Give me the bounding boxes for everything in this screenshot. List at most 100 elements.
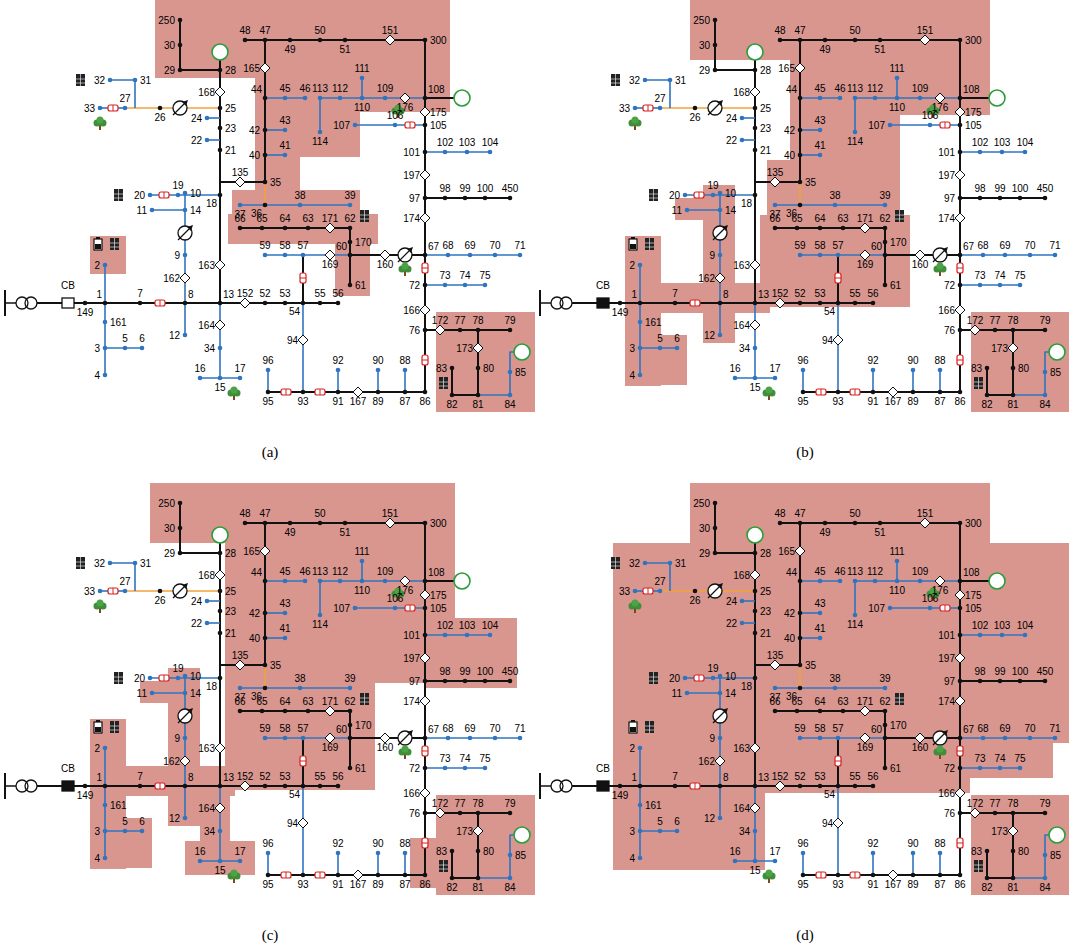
feeder-line [240, 711, 350, 768]
bus-dot [288, 521, 293, 526]
bus-number: 86 [419, 879, 430, 890]
bus-dot [818, 128, 823, 133]
bus-dot [878, 38, 883, 43]
bus-dot [443, 196, 448, 201]
bus-dot [353, 606, 358, 611]
bus-number: 98 [974, 183, 985, 194]
bus-dot [443, 679, 448, 684]
bus-number: 47 [259, 25, 270, 36]
bus-dot [1043, 370, 1048, 375]
feeder-line [404, 370, 406, 392]
bus-number: 52 [259, 771, 270, 782]
tree-icon [233, 395, 235, 400]
bus-number: 82 [981, 882, 992, 893]
switch-node [235, 177, 245, 187]
switch-node [420, 590, 430, 600]
bus-dot [103, 346, 108, 351]
bus-dot [883, 686, 888, 691]
bus-dot [1043, 811, 1048, 816]
feeder-line [1045, 835, 1049, 855]
bus-number: 80 [483, 846, 494, 857]
switch-node [298, 335, 308, 345]
switch-node [715, 273, 725, 283]
switch-node [400, 576, 410, 586]
bus-number: 84 [1039, 399, 1050, 410]
bus-number: 50 [849, 508, 860, 519]
bus-number: 112 [332, 83, 348, 94]
bus-number: 100 [1012, 666, 1029, 677]
bus-number: 135 [767, 650, 784, 661]
bus-number: 164 [733, 320, 750, 331]
voltage-regulator [708, 584, 722, 598]
bus-number: 173 [991, 343, 1008, 354]
feeder-line [800, 637, 820, 639]
bus-dot [978, 196, 983, 201]
switch-node [955, 213, 965, 223]
bus-dot [773, 859, 778, 864]
tree-icon [402, 746, 409, 753]
bus-dot [348, 709, 353, 714]
bus-dot [443, 150, 448, 155]
bus-dot [918, 579, 923, 584]
bus-number: 71 [1049, 240, 1060, 251]
bus-dot [740, 116, 745, 121]
switch-node [420, 788, 430, 798]
bus-dot [133, 561, 138, 566]
highlighted-region [436, 795, 535, 895]
bus-dot [123, 589, 128, 594]
bus-dot [183, 736, 188, 741]
switch-node [215, 260, 225, 270]
switch-node [215, 320, 225, 330]
bus-dot [675, 829, 680, 834]
bus-number: 163 [733, 260, 750, 271]
bus-number: 90 [372, 355, 383, 366]
bus-dot [283, 128, 288, 133]
bus-dot [888, 606, 893, 611]
grid-line [540, 302, 551, 304]
bus-number: 72 [944, 763, 955, 774]
feeder-line [960, 580, 989, 582]
open-switch [286, 389, 287, 395]
bus-number: 31 [140, 75, 151, 86]
highlighted-region [971, 795, 1069, 895]
bus-dot [1000, 633, 1005, 638]
bus-dot [978, 283, 983, 288]
bus-dot [508, 196, 513, 201]
bus-dot [753, 829, 758, 834]
bus-number: 152 [237, 288, 254, 299]
pv-panel [899, 210, 900, 222]
bus-number: 135 [232, 167, 249, 178]
bus-dot [818, 226, 823, 231]
voltage-regulator [933, 248, 947, 262]
open-switch [160, 300, 161, 306]
bus-dot [1011, 876, 1016, 881]
bus-number: 61 [355, 280, 366, 291]
bus-number: 74 [459, 753, 470, 764]
bus-dot [218, 193, 223, 198]
distributed-generator [514, 827, 530, 843]
bus-number: 49 [819, 44, 830, 55]
bus-dot [443, 766, 448, 771]
bus-dot [263, 663, 268, 668]
bus-dot [753, 68, 758, 73]
open-switch [286, 872, 287, 878]
bus-dot [883, 283, 888, 288]
bus-dot [446, 736, 451, 741]
open-switch [155, 300, 165, 306]
bus-number: 94 [287, 818, 298, 829]
open-switch [422, 360, 428, 361]
feeder-line [361, 78, 363, 98]
bus-number: 175 [430, 107, 447, 118]
pv-panel [653, 189, 654, 201]
bus-dot [985, 849, 990, 854]
bus-dot [958, 253, 963, 258]
bus-number: 164 [733, 803, 750, 814]
bus-number: 76 [409, 325, 420, 336]
bus-dot [711, 193, 716, 198]
feeder-line [609, 785, 873, 787]
bus-number: 74 [994, 270, 1005, 281]
bus-dot [798, 253, 803, 258]
bus-dot [423, 253, 428, 258]
bus-number: 82 [446, 882, 457, 893]
bus-number: 175 [965, 590, 982, 601]
